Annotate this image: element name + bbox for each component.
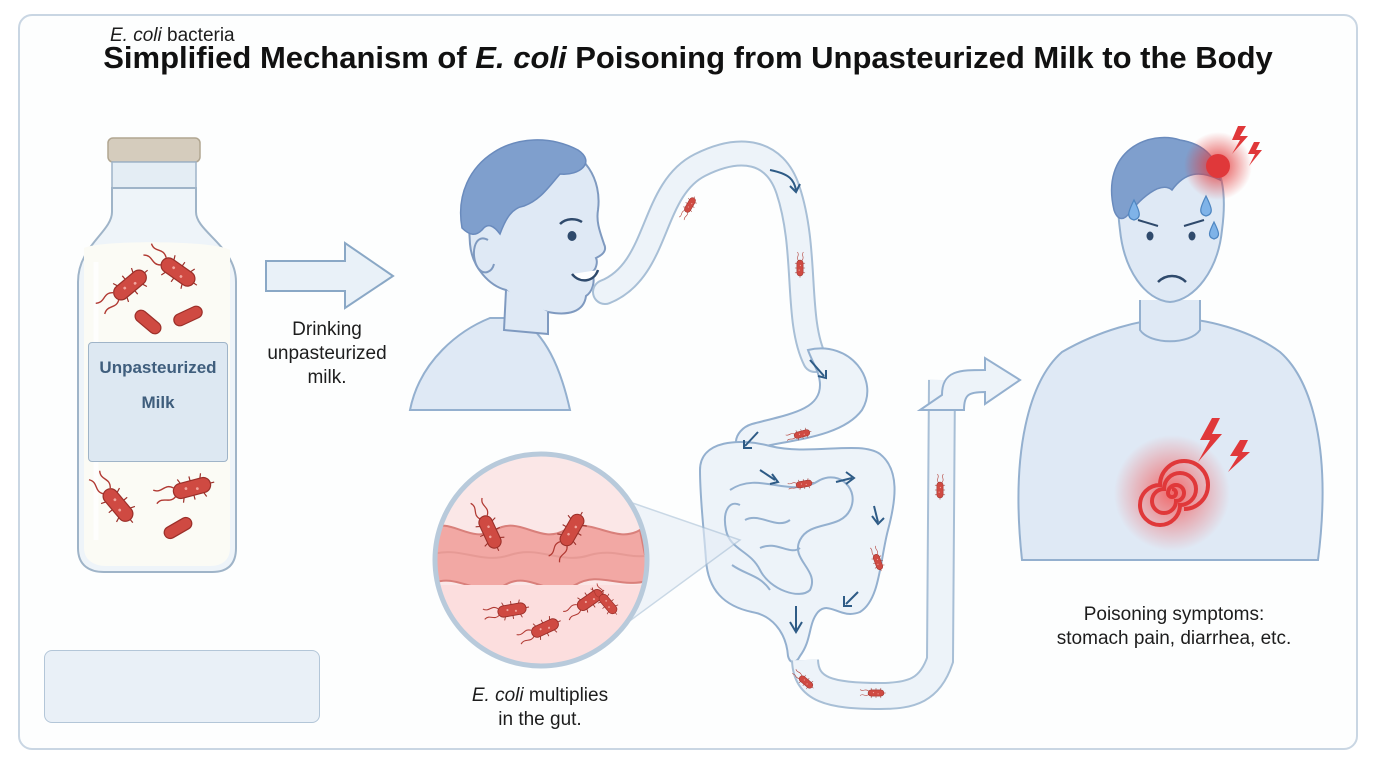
milk-bottle-label: Unpasteurized Milk — [88, 342, 228, 462]
zoom-connector — [617, 497, 742, 629]
caption-symptoms: Poisoning symptoms: stomach pain, diarrh… — [1024, 603, 1324, 651]
gut-closeup — [432, 451, 650, 669]
caption-multiplies-rest: multiplies — [523, 685, 609, 706]
lightning-icon — [1228, 440, 1250, 472]
title-suffix: Poisoning from Unpasteurized Milk to the… — [566, 40, 1273, 75]
legend-rest: bacteria — [161, 25, 235, 46]
legend-organism: E. coli — [110, 25, 162, 46]
title-prefix: Simplified Mechanism of — [103, 40, 476, 75]
sweat-drop-icon — [1128, 194, 1220, 240]
caption-drinking-line2: unpasteurized — [267, 343, 387, 364]
headache-indicator — [1184, 126, 1262, 200]
caption-symptoms-line2: stomach pain, diarrhea, etc. — [1056, 628, 1292, 649]
caption-multiplies: E. coli multiplies in the gut. — [440, 684, 640, 732]
caption-drinking-line1: Drinking — [292, 319, 362, 340]
lightning-icon — [1248, 142, 1262, 166]
page-title: Simplified Mechanism of E. coli Poisonin… — [0, 40, 1376, 76]
lightning-icon — [1198, 418, 1222, 462]
caption-drinking-line3: milk. — [307, 367, 347, 388]
drinking-person — [408, 139, 606, 411]
legend-label: E. coli bacteria — [110, 25, 235, 47]
digestive-tract — [592, 140, 1022, 711]
caption-multiplies-organism: E. coli — [471, 685, 524, 706]
title-organism: E. coli — [475, 40, 567, 75]
caption-drinking: Drinking unpasteurized milk. — [242, 318, 412, 390]
legend — [44, 650, 320, 723]
milk-label-line1: Unpasteurized — [99, 358, 217, 377]
flow-arrows — [743, 169, 885, 634]
caption-symptoms-line1: Poisoning symptoms: — [1083, 604, 1265, 625]
caption-multiplies-line2: in the gut. — [498, 709, 582, 730]
pain-spiral-icon — [1114, 418, 1250, 551]
lightning-icon — [1232, 126, 1248, 154]
flow-arrow-drink — [265, 241, 395, 310]
milk-label-line2: Milk — [141, 393, 175, 412]
